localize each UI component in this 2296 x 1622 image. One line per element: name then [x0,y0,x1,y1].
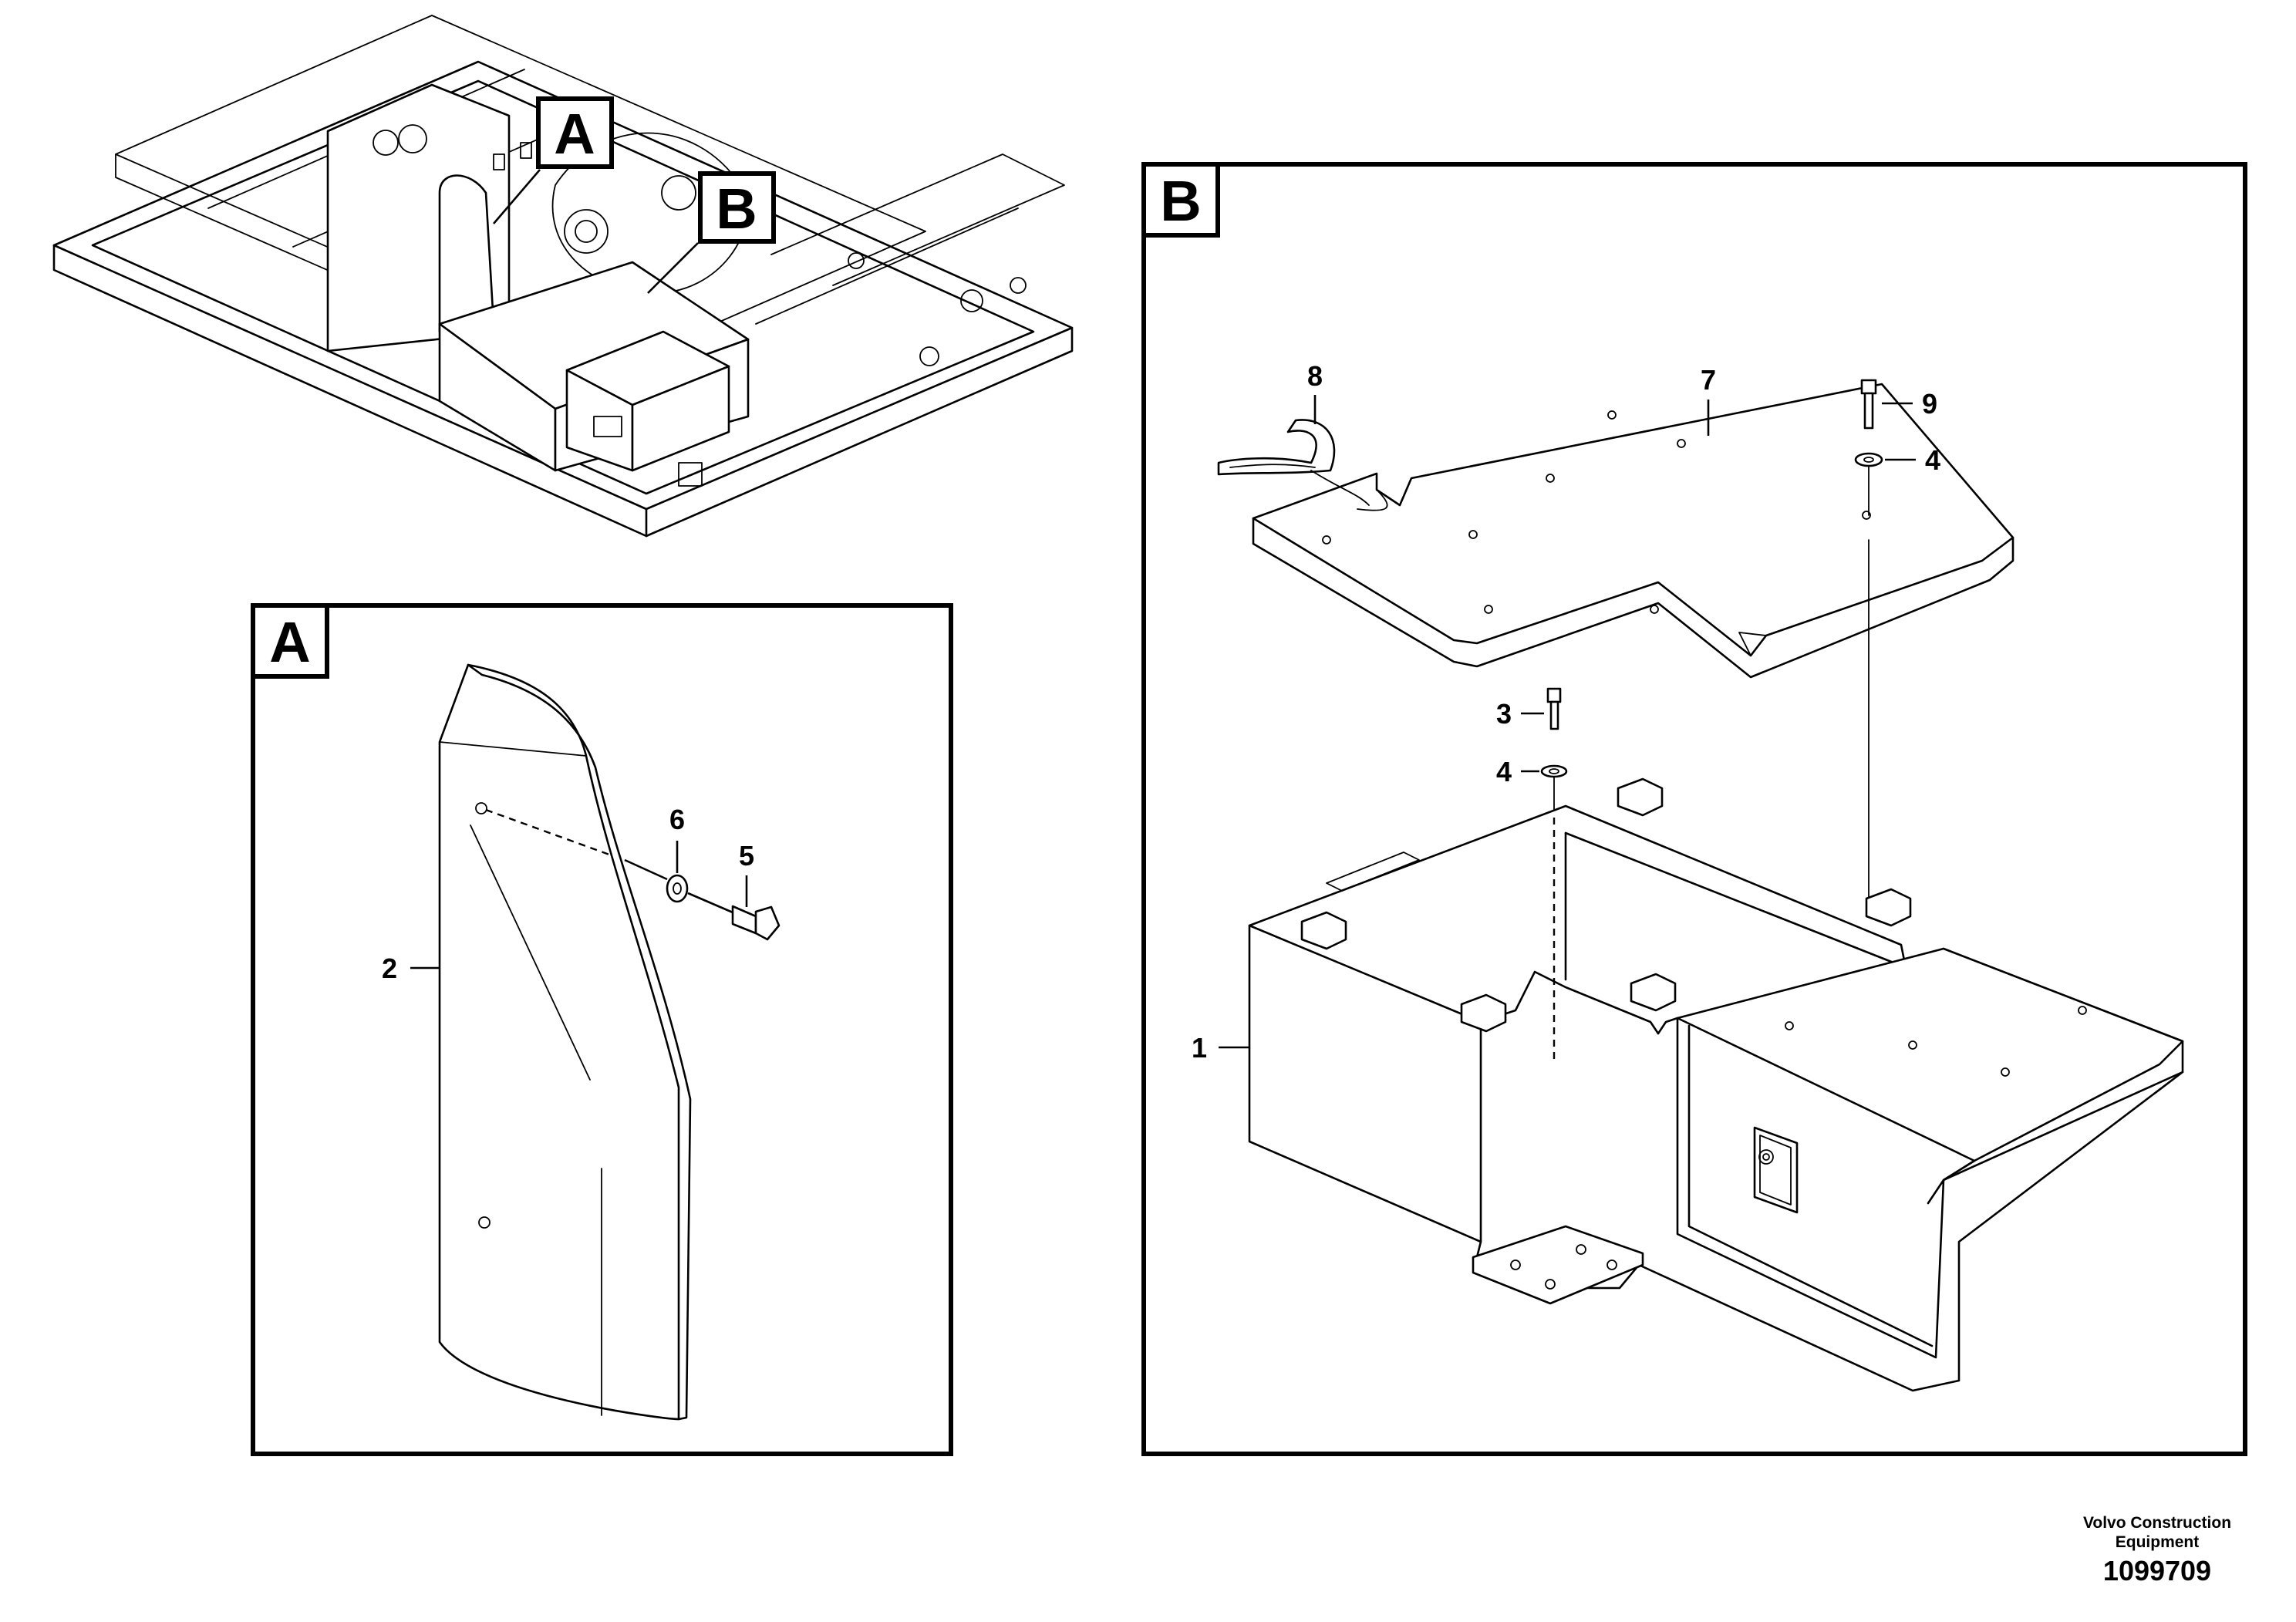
brand-credit: Volvo Construction Equipment [2057,1513,2257,1552]
callout-4-lower: 4 [1496,756,1512,787]
callout-5: 5 [739,840,754,872]
brand-line-2: Equipment [2115,1533,2200,1551]
callout-3: 3 [1496,698,1512,730]
callout-8: 8 [1307,360,1323,392]
brand-line-1: Volvo Construction [2082,1514,2232,1532]
svg-text:B: B [1160,169,1201,233]
image-number: 1099709 [2102,1555,2212,1587]
machine-overview [52,15,1074,538]
detail-view-a: A [251,603,953,1456]
callout-4-upper: 4 [1925,444,1940,476]
svg-text:B: B [716,177,757,241]
callout-2: 2 [382,953,397,984]
callout-1: 1 [1192,1032,1207,1064]
overview-tag-a: A [536,96,614,169]
callout-9: 9 [1922,388,1937,420]
overview-tag-b: B [698,171,776,244]
svg-text:A: A [269,610,310,674]
svg-text:A: A [554,102,595,166]
detail-view-b: B [1141,162,2247,1456]
callout-6: 6 [669,804,685,835]
callout-7: 7 [1701,364,1716,396]
